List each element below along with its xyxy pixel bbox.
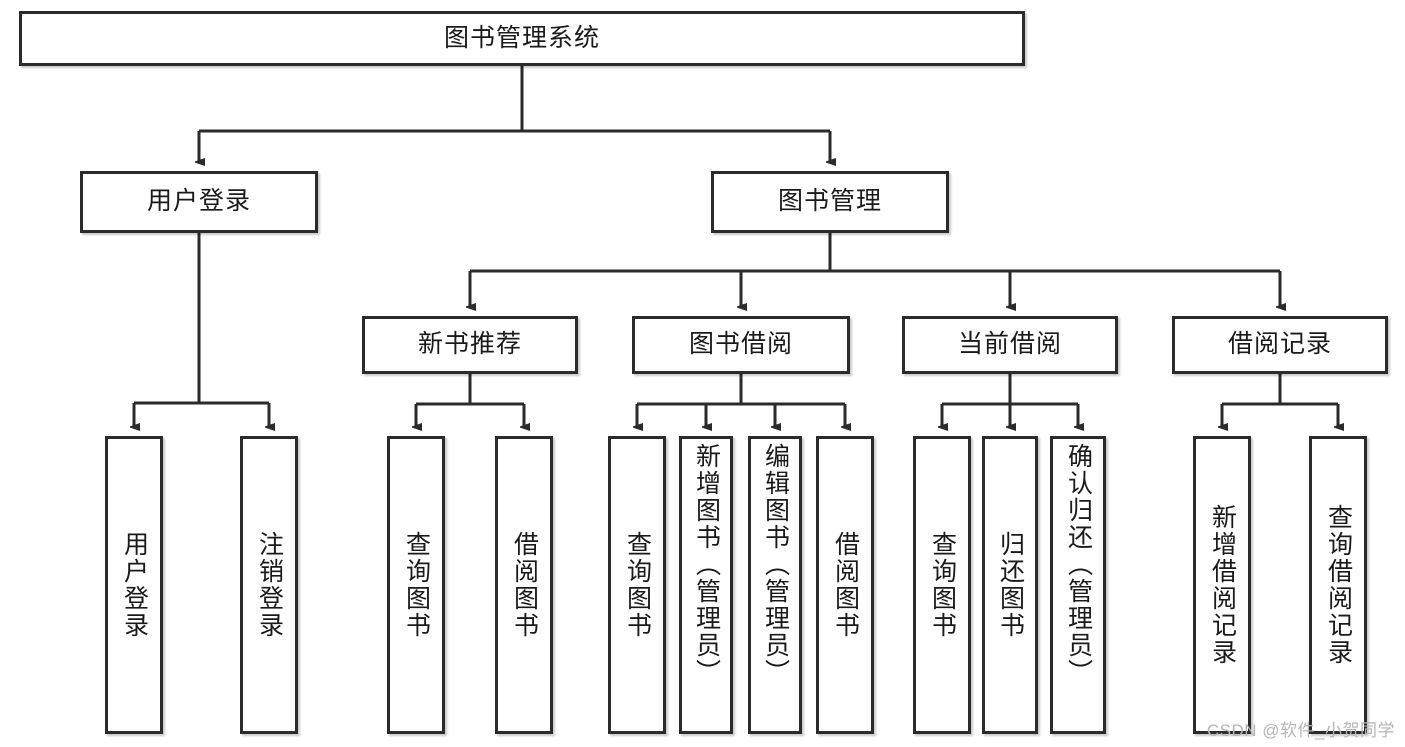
node-label: 图书管理 bbox=[777, 187, 882, 216]
leaf-query-book-current[interactable]: 查询图书 bbox=[913, 436, 971, 734]
node-label: 查询借阅记录 bbox=[1324, 504, 1353, 666]
node-label: 新增借阅记录 bbox=[1208, 504, 1237, 666]
node-label: 注销登录 bbox=[255, 531, 284, 639]
node-label: 新增图书（管理员） bbox=[692, 443, 721, 686]
leaf-edit-book[interactable]: 编辑图书（管理员） bbox=[748, 436, 802, 734]
leaf-query-book-recommend[interactable]: 查询图书 bbox=[387, 436, 445, 734]
leaf-user-login[interactable]: 用户登录 bbox=[105, 436, 163, 734]
node-label: 当前借阅 bbox=[957, 330, 1062, 359]
leaf-query-borrow-record[interactable]: 查询借阅记录 bbox=[1309, 436, 1367, 734]
node-label: 查询图书 bbox=[402, 531, 431, 639]
node-label: 用户登录 bbox=[146, 187, 251, 216]
node-label: 新书推荐 bbox=[417, 330, 522, 359]
node-current-borrow[interactable]: 当前借阅 bbox=[902, 316, 1118, 374]
node-new-book-recommend[interactable]: 新书推荐 bbox=[362, 316, 578, 374]
leaf-borrow-book-recommend[interactable]: 借阅图书 bbox=[495, 436, 553, 734]
node-label: 确认归还（管理员） bbox=[1064, 443, 1093, 686]
leaf-add-borrow-record[interactable]: 新增借阅记录 bbox=[1193, 436, 1251, 734]
node-label: 图书管理系统 bbox=[443, 23, 600, 52]
node-label: 查询图书 bbox=[623, 531, 652, 639]
leaf-logout-login[interactable]: 注销登录 bbox=[240, 436, 298, 734]
leaf-query-book-borrow[interactable]: 查询图书 bbox=[608, 436, 666, 734]
node-book-management[interactable]: 图书管理 bbox=[711, 171, 949, 233]
node-label: 借阅图书 bbox=[510, 531, 539, 639]
node-label: 借阅图书 bbox=[831, 531, 860, 639]
node-label: 用户登录 bbox=[120, 531, 149, 639]
leaf-confirm-return[interactable]: 确认归还（管理员） bbox=[1050, 436, 1106, 734]
node-root-book-management-system[interactable]: 图书管理系统 bbox=[19, 11, 1025, 66]
node-label: 编辑图书（管理员） bbox=[761, 443, 790, 686]
leaf-borrow-book-borrow[interactable]: 借阅图书 bbox=[816, 436, 874, 734]
leaf-return-book[interactable]: 归还图书 bbox=[982, 436, 1038, 734]
node-user-login[interactable]: 用户登录 bbox=[80, 171, 318, 233]
csdn-watermark: CSDN @软件_小贺同学 bbox=[1206, 721, 1395, 740]
node-borrow-record[interactable]: 借阅记录 bbox=[1172, 316, 1388, 374]
node-label: 归还图书 bbox=[996, 531, 1025, 639]
leaf-add-book[interactable]: 新增图书（管理员） bbox=[679, 436, 733, 734]
node-label: 借阅记录 bbox=[1227, 330, 1332, 359]
node-book-borrow[interactable]: 图书借阅 bbox=[632, 316, 850, 374]
node-label: 图书借阅 bbox=[688, 330, 793, 359]
node-label: 查询图书 bbox=[928, 531, 957, 639]
